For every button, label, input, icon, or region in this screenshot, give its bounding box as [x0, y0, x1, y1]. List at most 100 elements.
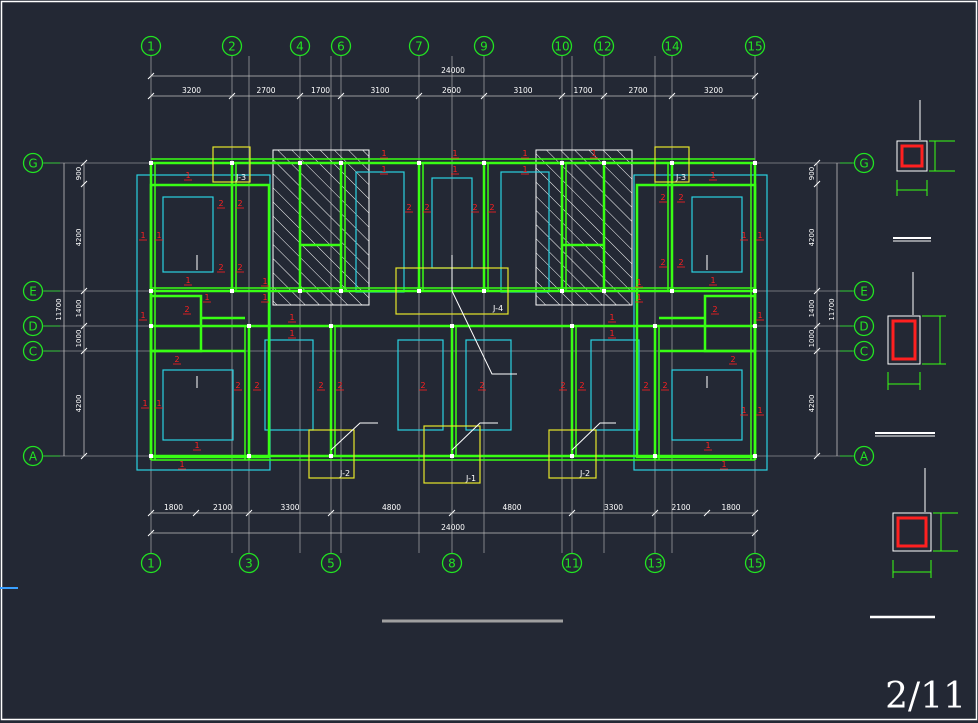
bottom-total-label: 24000: [441, 523, 465, 532]
grid-node: [602, 161, 606, 165]
footing-boxes: [212, 146, 690, 484]
beam-mark: 1: [757, 231, 762, 240]
svg-text:D: D: [28, 320, 37, 334]
svg-text:5: 5: [327, 557, 335, 571]
axis-bubble-top-7: 7: [408, 35, 430, 57]
beam-mark: 2: [424, 203, 429, 212]
svg-text:D: D: [859, 320, 868, 334]
beam-mark: 1: [522, 165, 527, 174]
grid-node: [339, 289, 343, 293]
grid-node: [149, 324, 153, 328]
beam-mark: 1: [381, 165, 386, 174]
beam-mark: 1: [194, 441, 199, 450]
hatched-zones: [272, 149, 633, 306]
beam-mark: 1: [262, 277, 267, 286]
right-dimension-label: 4200: [808, 395, 816, 413]
beam-mark: 2: [218, 199, 223, 208]
strip-foundation: [149, 158, 757, 461]
axis-bubble-bottom-5: 5: [320, 552, 342, 574]
right-dimension-label: 4200: [808, 229, 816, 247]
axis-bubble-left-G: G: [22, 152, 44, 174]
axis-bubble-right-E: E: [853, 280, 875, 302]
beam-mark: 1: [741, 231, 746, 240]
axis-bubble-top-1: 1: [140, 35, 162, 57]
right-total-label: 11700: [828, 298, 836, 320]
beam-mark: 2: [660, 193, 665, 202]
left-dimension-label: 1400: [75, 300, 83, 318]
svg-text:7: 7: [415, 40, 423, 54]
column-section-2: [875, 272, 946, 437]
beam-mark: 2: [579, 381, 584, 390]
beam-mark: 2: [254, 381, 259, 390]
footing-tags: J-3 J-3 J-4 J-2 J-1 J-2: [235, 173, 686, 483]
beam-mark: 1: [609, 329, 614, 338]
svg-text:4: 4: [296, 40, 304, 54]
grid-node: [417, 289, 421, 293]
axis-bubble-right-D: D: [853, 315, 875, 337]
right-dimension-label: 900: [808, 167, 816, 180]
beam-mark: 2: [174, 355, 179, 364]
hatch-zone-right: [535, 149, 633, 306]
grid-node: [653, 324, 657, 328]
axis-bubble-top-2: 2: [221, 35, 243, 57]
axis-bubble-top-4: 4: [289, 35, 311, 57]
footing-tag-j2-right: J-2: [579, 469, 590, 478]
beam-mark: 1: [721, 460, 726, 469]
bottom-dimension-label: 4800: [382, 503, 401, 512]
footing-box-j1: [423, 425, 481, 484]
footing-tag-j4: J-4: [492, 304, 503, 313]
grid-nodes: [149, 161, 757, 458]
axis-bubble-right-A: A: [853, 445, 875, 467]
bottom-dimension-label: 1800: [164, 503, 183, 512]
beam-mark: 1: [156, 231, 161, 240]
axis-bubble-right-C: C: [853, 340, 875, 362]
top-dimension-label: 3100: [513, 86, 532, 95]
grid-node: [450, 324, 454, 328]
column-section-details: [870, 100, 958, 619]
axis-bubble-bottom-15: 15: [744, 552, 766, 574]
footing-tag-j3-right: J-3: [675, 173, 686, 182]
beam-mark: 1: [757, 311, 762, 320]
svg-text:6: 6: [337, 40, 345, 54]
top-dimension-label: 2700: [256, 86, 275, 95]
grid-node: [560, 289, 564, 293]
grid-node: [339, 161, 343, 165]
beam-mark: 2: [678, 193, 683, 202]
svg-text:C: C: [860, 345, 868, 359]
grid-node: [298, 289, 302, 293]
axis-bubble-left-C: C: [22, 340, 44, 362]
beam-mark: 2: [643, 381, 648, 390]
svg-text:15: 15: [747, 40, 762, 54]
beam-mark: 1: [705, 441, 710, 450]
grid-node: [230, 289, 234, 293]
beam-mark: 1: [636, 293, 641, 302]
top-dimension-label: 3100: [370, 86, 389, 95]
svg-text:13: 13: [647, 557, 662, 571]
top-dimension-label: 1700: [311, 86, 330, 95]
grid-node: [230, 161, 234, 165]
grid-node: [570, 324, 574, 328]
beam-mark: 1: [381, 149, 386, 158]
grid-node: [482, 161, 486, 165]
grid-node: [753, 161, 757, 165]
axis-bubble-top-15: 15: [744, 35, 766, 57]
svg-text:E: E: [860, 285, 868, 299]
axis-bubble-top-12: 12: [593, 35, 615, 57]
grid-node: [247, 324, 251, 328]
axis-bubble-bottom-1: 1: [140, 552, 162, 574]
bottom-dimension-label: 1800: [721, 503, 740, 512]
axis-bubble-bottom-11: 11: [561, 552, 583, 574]
hatch-zone-left: [272, 149, 370, 306]
grid-node: [482, 289, 486, 293]
top-dimension-label: 2700: [628, 86, 647, 95]
top-dimension-label: 1700: [573, 86, 592, 95]
svg-text:14: 14: [664, 40, 679, 54]
left-dimension-label: 900: [75, 167, 83, 180]
left-dimension-label: 4200: [75, 395, 83, 413]
